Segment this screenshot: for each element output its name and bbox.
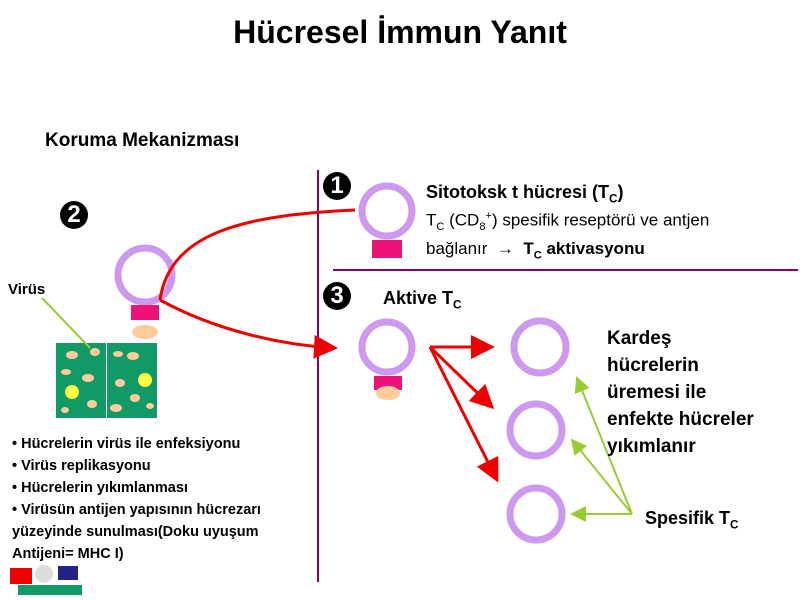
tc-description-line2: bağlanır → TC aktivasyonu <box>426 239 645 262</box>
subtitle: Koruma Mekanizması <box>45 130 240 151</box>
arrow-to-clone-2 <box>428 345 495 410</box>
virus-label: Virüs <box>8 281 46 298</box>
step-2-marker: 2 <box>60 201 88 229</box>
clone-cell-1 <box>510 317 570 377</box>
arrow-to-active <box>159 298 338 359</box>
tc-title: Sitotoksk t hücresi (TC) <box>426 182 624 206</box>
active-t-cell <box>358 318 416 400</box>
active-tc-label: Aktive TC <box>383 288 462 312</box>
page-title: Hücresel İmmun Yanıt <box>233 14 567 50</box>
bullet-list: • Hücrelerin virüs ile enfeksiyonu • Vir… <box>12 433 317 565</box>
list-item: • Virüsün antijen yapısının hücrezarı <box>12 502 261 518</box>
list-item: yüzeyinde sunulması(Doku uyuşum <box>12 524 259 540</box>
corner-logo <box>10 565 82 595</box>
clone-cell-3 <box>506 484 566 544</box>
list-item: • Hücrelerin yıkımlanması <box>12 480 188 496</box>
presenting-cell <box>114 244 176 339</box>
pointer-line-2 <box>570 438 633 515</box>
clone-cell-2 <box>506 400 566 460</box>
pointer-line-1 <box>574 376 633 515</box>
list-item: • Virüs replikasyonu <box>12 458 151 474</box>
tc-description-line1: TC (CD8+) spesifik reseptörü ve antjen <box>426 210 710 234</box>
cytotoxic-t-cell <box>358 182 416 258</box>
list-item: Antijeni= MHC I) <box>12 546 124 562</box>
arrow-to-tc <box>158 208 356 301</box>
step-3-marker: 3 <box>323 282 351 310</box>
infected-tissue <box>56 343 157 418</box>
arrow-icon: → <box>496 239 514 258</box>
step-1-marker: 1 <box>323 172 351 200</box>
sibling-cells-text: Kardeş hücrelerin üremesi ile enfekte hü… <box>607 328 754 457</box>
virus-pointer-line <box>41 297 91 349</box>
list-item: • Hücrelerin virüs ile enfeksiyonu <box>12 436 241 452</box>
specific-tc-label: Spesifik TC <box>645 508 739 532</box>
arrow-to-clone-3 <box>428 346 499 483</box>
